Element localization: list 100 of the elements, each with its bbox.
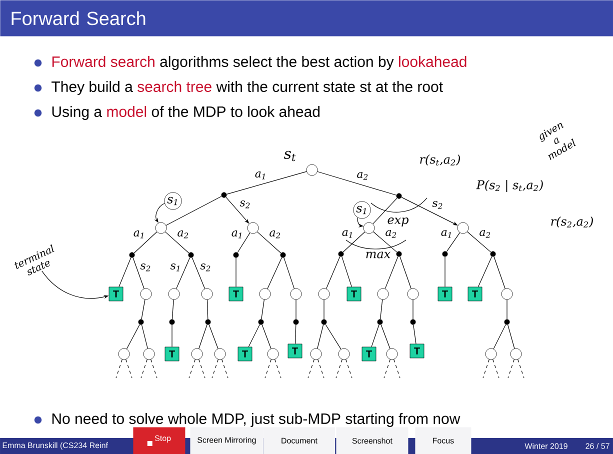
- edge-label: a$_{1}$: [132, 229, 146, 240]
- terminal-box: T: [438, 286, 452, 302]
- terminal-box: T: [362, 346, 376, 362]
- tree-edge: [188, 359, 196, 378]
- tree-edge: [294, 324, 296, 344]
- terminal-box: T: [238, 346, 252, 362]
- edge-label: s$_{2}$: [139, 262, 152, 272]
- tree-edge: [478, 256, 492, 288]
- tree-edge: [237, 232, 250, 253]
- state-circle: [290, 288, 302, 300]
- handwritten-note: r(s$_{t}$,a$_{2}$): [420, 154, 460, 166]
- tree-edge: [192, 257, 206, 290]
- edge-label: a$_{2}$: [268, 229, 282, 240]
- tree-edge: [336, 359, 342, 378]
- tree-edge: [317, 171, 396, 196]
- terminal-box: T: [228, 286, 244, 302]
- circled-label: s$_{1}$: [353, 201, 371, 219]
- tree-edge: [166, 196, 222, 226]
- tree-edge: [384, 256, 398, 289]
- tree-edge: [400, 256, 412, 289]
- tree-edge: [206, 299, 208, 320]
- tree-edge: [248, 324, 260, 348]
- state-circle: [155, 222, 167, 234]
- terminal-box: T: [108, 286, 124, 302]
- tree-edge: [164, 232, 190, 254]
- tree-edge: [482, 359, 490, 378]
- state-circle: [140, 288, 152, 300]
- tree-edge: [150, 359, 158, 378]
- tree-edge: [372, 198, 398, 224]
- tree-edge: [413, 324, 416, 344]
- tree-edge: [262, 324, 272, 349]
- tree-edge: [494, 256, 506, 289]
- footer-text: Emma Brunskill (CS234 Reinf: [2, 442, 108, 450]
- edge-label: a$_{1}$: [340, 228, 355, 239]
- state-circle: [338, 348, 350, 360]
- tree-edge: [118, 257, 132, 288]
- stop-button: Stop: [133, 427, 186, 454]
- terminal-box: T: [346, 286, 362, 302]
- toolbar-button: Document: [263, 427, 336, 454]
- tree-edge: [141, 324, 148, 349]
- tree-edge: [467, 231, 492, 252]
- state-circle: [214, 348, 226, 360]
- tree-edge: [508, 359, 514, 378]
- tree-edge: [172, 299, 174, 320]
- state-circle: [267, 348, 279, 360]
- handwritten-note: P(s$_{2}$ | s$_{t}$,a$_{2}$): [476, 180, 543, 192]
- terminal-box: T: [288, 344, 302, 358]
- tree-edge: [222, 359, 228, 378]
- state-circle: [201, 288, 213, 300]
- tree-edge: [371, 324, 380, 348]
- footer-text: 26 / 57: [586, 443, 610, 449]
- edge-label: s$_{2}$: [431, 200, 444, 210]
- tree-edge: [318, 359, 324, 378]
- tree-edge: [208, 324, 218, 349]
- edge-label: s$_{2}$: [199, 262, 212, 272]
- tree-edge: [342, 232, 366, 252]
- edge-label: a$_{2}$: [384, 228, 398, 239]
- tree-edge: [132, 257, 144, 289]
- state-circle: [259, 288, 271, 300]
- tree-edge: [134, 232, 158, 254]
- tree-edge: [342, 256, 352, 288]
- state-circle: [143, 348, 155, 360]
- tree-edge: [394, 359, 400, 378]
- edge-label: a$_{2}$: [176, 229, 190, 240]
- state-circle: [407, 288, 419, 300]
- state-circle: [377, 288, 389, 300]
- tree-edge: [325, 324, 342, 350]
- tree-edge: [412, 299, 414, 320]
- state-circle: [457, 222, 469, 234]
- terminal-box: T: [468, 286, 482, 302]
- tree-edge: [508, 324, 515, 349]
- terminal-box: T: [164, 346, 180, 362]
- toolbar-button: Focus: [415, 427, 472, 454]
- state-circle: [318, 288, 330, 300]
- edge-label: a$_{1}$: [254, 170, 268, 180]
- edge-label: a$_{2}$: [356, 170, 370, 181]
- tree-edge: [267, 257, 282, 290]
- tree-edge: [212, 359, 218, 378]
- tree-edge: [518, 359, 524, 378]
- state-circle: [363, 222, 375, 234]
- tree-edge: [446, 232, 460, 252]
- footer-text: Winter 2019: [524, 443, 568, 449]
- tree-edge: [198, 324, 208, 349]
- handwritten-note: r(s$_{2}$,a$_{2}$): [551, 216, 593, 228]
- tree-edge: [198, 359, 206, 378]
- edge-label: a$_{1}$: [230, 229, 244, 240]
- tree-edge: [226, 171, 307, 194]
- tree-edge: [493, 324, 506, 350]
- state-circle: [501, 288, 513, 300]
- circled-label: s$_{1}$: [164, 192, 182, 210]
- tree-edge: [444, 256, 446, 288]
- tree-edge: [141, 299, 146, 320]
- tree-edge: [261, 299, 264, 320]
- bullet-text: Forward search algorithms select the best action by lookahead: [52, 56, 466, 70]
- state-label: s$_{t}$: [284, 150, 296, 162]
- state-circle: [168, 288, 180, 300]
- bullet-text: Using a model of the MDP to look ahead: [52, 106, 320, 120]
- tree-edge: [492, 359, 500, 378]
- tree-edge: [126, 359, 132, 378]
- title-bar: Forward Search: [0, 0, 613, 36]
